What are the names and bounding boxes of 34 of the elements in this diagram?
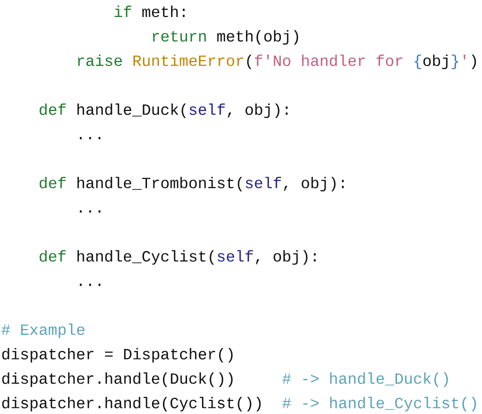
- code-text: dispatcher.handle(Cyclist()): [2, 396, 261, 412]
- code-text: # -> handle_Duck(): [282, 372, 448, 387]
- code-text: meth:: [142, 6, 185, 18]
- code-text: if: [114, 6, 132, 17]
- code-text: ...: [80, 136, 100, 140]
- code-text: dispatcher.handle(Duck()): [2, 372, 233, 387]
- code-text: , obj):: [256, 250, 316, 265]
- code-text: self: [190, 103, 225, 115]
- code-text: handle_Duck(: [78, 103, 186, 118]
- code-text: def: [40, 176, 66, 188]
- code-text: dispatcher = Dispatcher(): [2, 348, 233, 363]
- code-text: return: [152, 31, 206, 42]
- code-text: # -> handle_Cyclist(): [282, 396, 476, 412]
- code-text: self: [218, 250, 253, 262]
- code-text: ...: [80, 210, 100, 213]
- code-text: (: [247, 54, 252, 70]
- code-text: raise: [78, 54, 122, 66]
- code-text: f'No handler for: [254, 54, 402, 66]
- code-text: obj: [423, 54, 448, 70]
- code-text: ): [472, 54, 476, 70]
- code-text: , obj):: [228, 103, 288, 118]
- code-text: handle_Cyclist(: [78, 250, 214, 265]
- code-text: # Example: [2, 324, 84, 338]
- code-text: self: [246, 176, 282, 188]
- code-text: , obj):: [284, 176, 344, 192]
- code-text: meth(obj): [217, 30, 298, 45]
- code-text: RuntimeError: [133, 54, 244, 66]
- code-text: {: [414, 54, 422, 70]
- code-text: def: [40, 250, 66, 262]
- code-text: ...: [80, 284, 100, 286]
- code-text: }: [452, 54, 458, 70]
- code-text: handle_Trombonist(: [78, 176, 242, 192]
- code-text: ': [464, 54, 466, 60]
- code-text: def: [40, 103, 66, 115]
